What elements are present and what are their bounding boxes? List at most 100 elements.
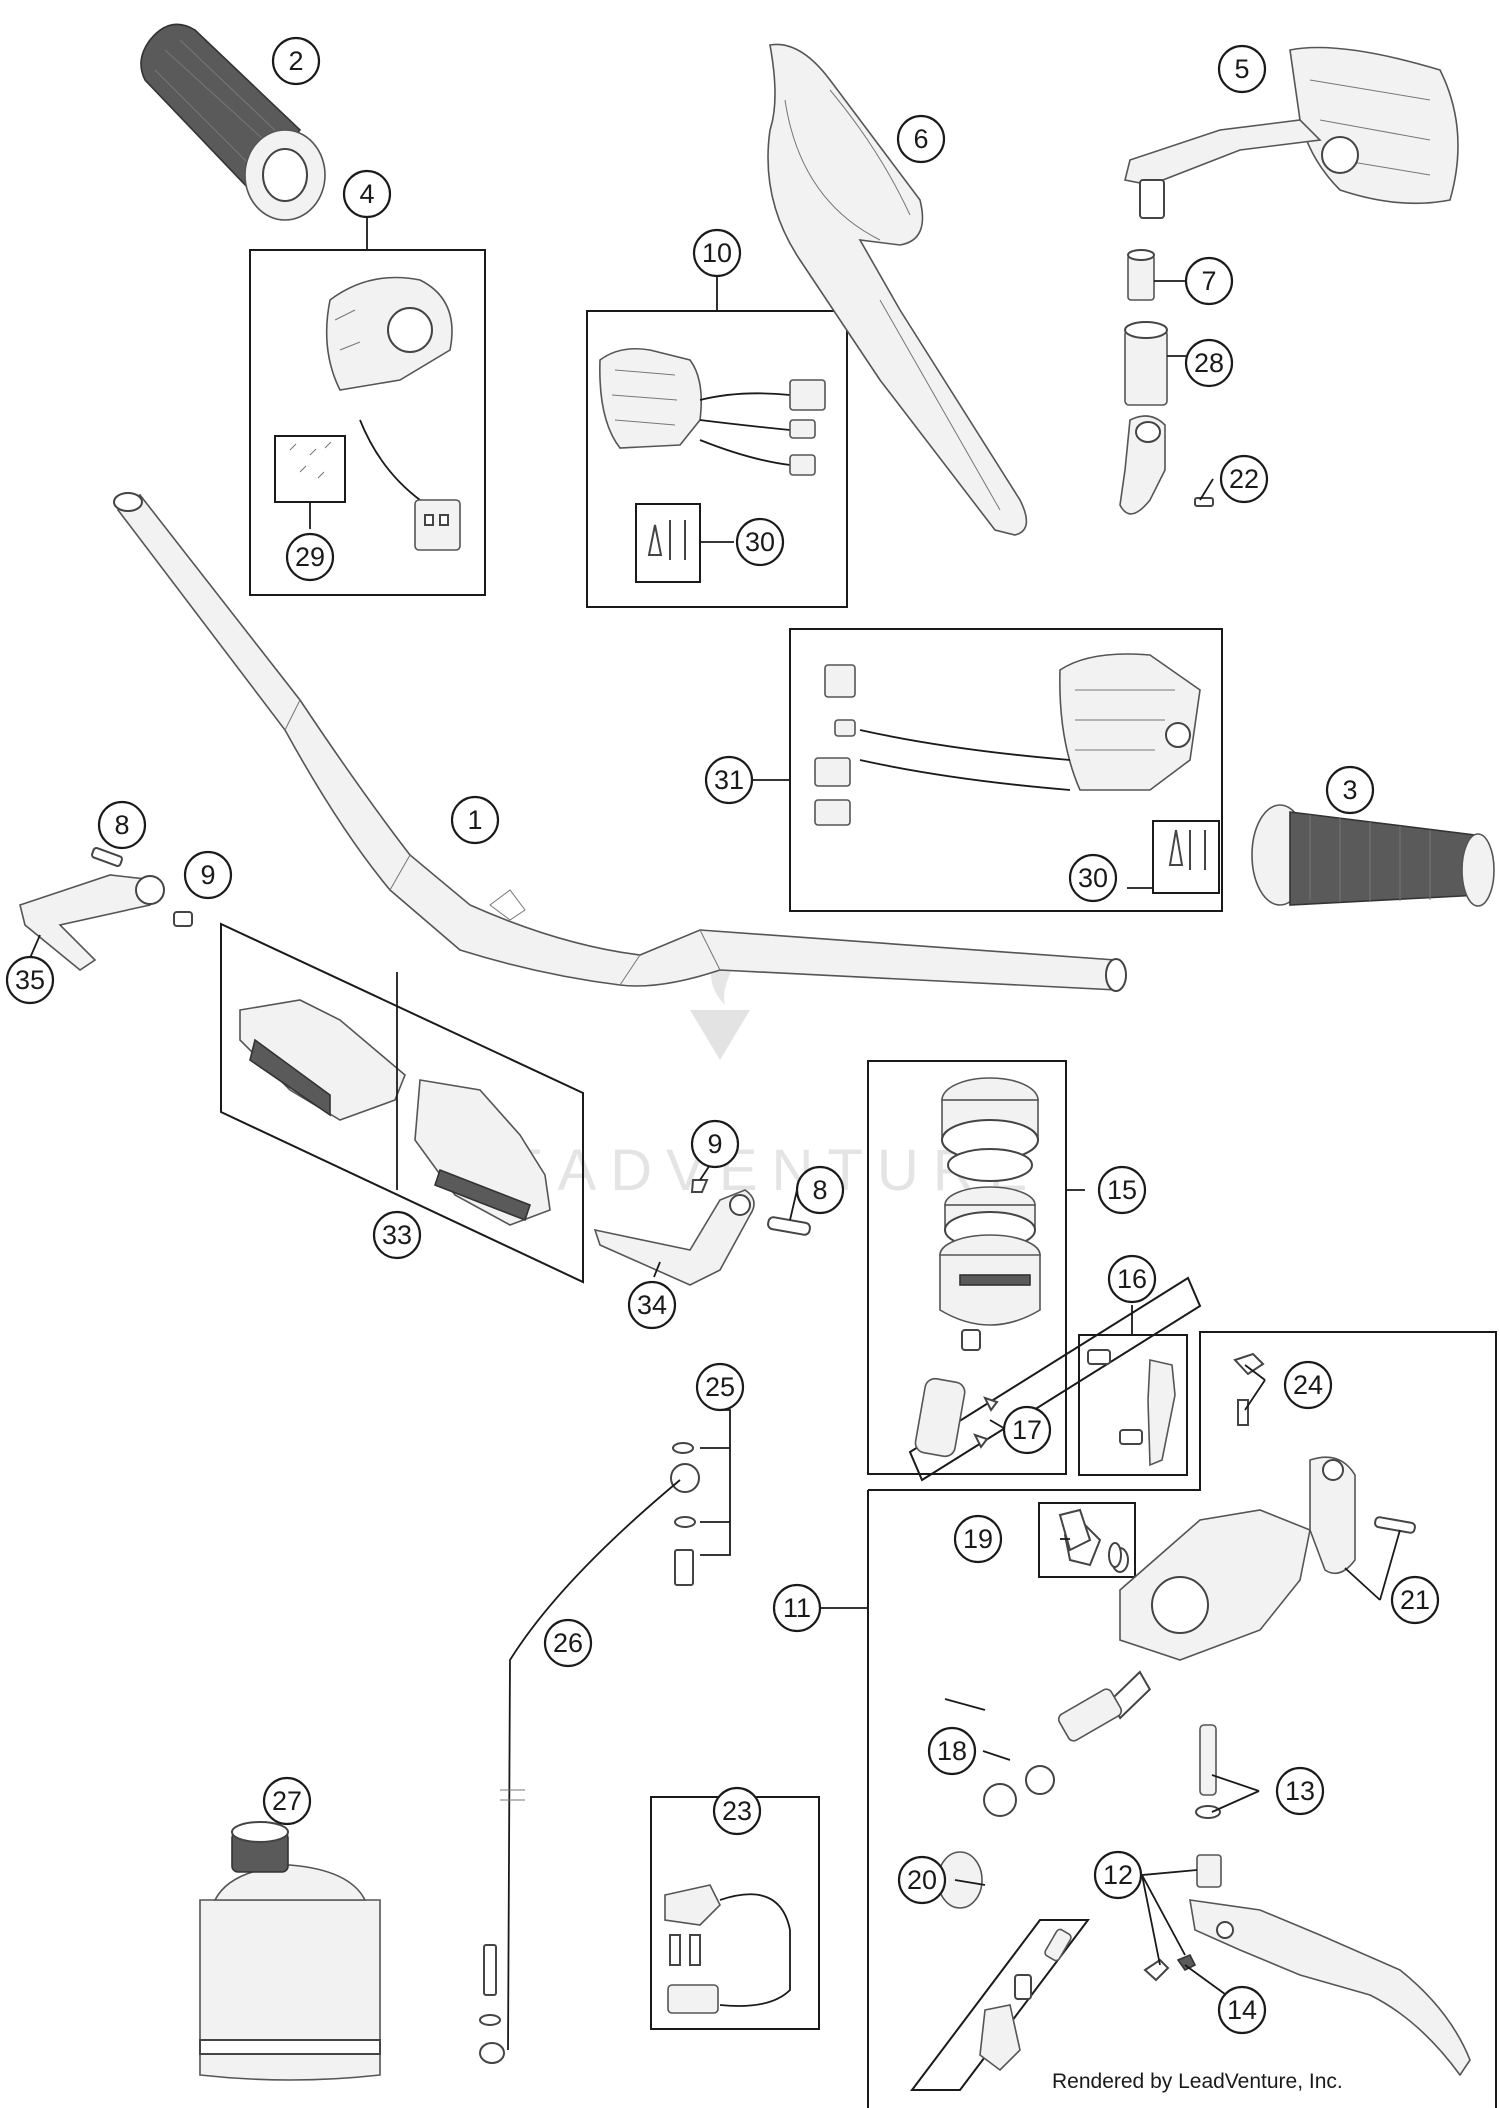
switch-10: [599, 347, 826, 560]
svg-text:11: 11: [783, 1593, 811, 1623]
callout-14: 14: [1217, 1985, 1267, 2035]
frame-16: [1078, 1334, 1188, 1476]
callout-25: 25: [695, 1362, 745, 1412]
svg-text:17: 17: [1012, 1415, 1042, 1445]
callout-28: 28: [1184, 338, 1234, 388]
svg-text:13: 13: [1285, 1776, 1315, 1806]
svg-text:7: 7: [1201, 266, 1216, 296]
bracket-16: [1087, 1349, 1176, 1467]
callout-30b: 30: [1068, 853, 1118, 903]
lever-guard-right: [593, 1179, 811, 1286]
callout-22: 22: [1219, 454, 1269, 504]
grip-left: [140, 23, 326, 221]
callout-20: 20: [897, 1855, 947, 1905]
svg-text:33: 33: [382, 1220, 412, 1250]
callout-16: 16: [1107, 1254, 1157, 1304]
grip-right: [1251, 804, 1495, 907]
brake-fluid-bottle: [199, 1821, 381, 2081]
svg-text:10: 10: [702, 238, 732, 268]
callout-35: 35: [5, 955, 55, 1005]
svg-text:9: 9: [707, 1129, 722, 1159]
brake-light-switch: [664, 1884, 791, 2014]
callout-6: 6: [896, 114, 946, 164]
callout-18: 18: [927, 1726, 977, 1776]
svg-text:23: 23: [722, 1796, 752, 1826]
frame-reservoir: [867, 1060, 1067, 1475]
callout-33: 33: [372, 1210, 422, 1260]
callout-11: 11: [772, 1583, 822, 1633]
svg-text:12: 12: [1103, 1860, 1133, 1890]
callout-17: 17: [1002, 1405, 1052, 1455]
lever-part-20: [979, 1928, 1072, 2072]
callout-4: 4: [342, 169, 392, 219]
svg-text:27: 27: [272, 1786, 302, 1816]
frame-switch-31: [789, 628, 1223, 912]
callout-27: 27: [262, 1776, 312, 1826]
handlebar: [113, 492, 1127, 992]
svg-text:20: 20: [907, 1865, 937, 1895]
callout-29: 29: [285, 532, 335, 582]
frame-30a-screws: [635, 503, 701, 583]
callout-10: 10: [692, 228, 742, 278]
svg-text:25: 25: [705, 1372, 735, 1402]
hand-guard-6: [767, 43, 1028, 536]
svg-text:8: 8: [114, 810, 129, 840]
svg-text:31: 31: [714, 765, 744, 795]
callout-8a: 8: [97, 800, 147, 850]
callout-9b: 9: [690, 1119, 740, 1169]
frame-handguards: [220, 922, 584, 1284]
svg-text:26: 26: [553, 1628, 583, 1658]
svg-text:8: 8: [812, 1175, 827, 1205]
frame-seal-kit: [908, 1276, 1202, 1482]
callout-26: 26: [543, 1618, 593, 1668]
mirror-hardware: [1119, 249, 1214, 515]
callout-30a: 30: [735, 517, 785, 567]
callout-31: 31: [704, 755, 754, 805]
svg-text:18: 18: [937, 1736, 967, 1766]
callout-1: 1: [450, 795, 500, 845]
callout-34: 34: [627, 1280, 677, 1330]
callout-3: 3: [1325, 765, 1375, 815]
callout-7: 7: [1184, 256, 1234, 306]
svg-text:30: 30: [1078, 863, 1108, 893]
callout-13: 13: [1275, 1766, 1325, 1816]
leader-lines: [29, 217, 1401, 2006]
brake-hose: [479, 1442, 700, 2064]
callout-5: 5: [1217, 44, 1267, 94]
bleeder-24: [1233, 1352, 1265, 1426]
callout-8b: 8: [795, 1165, 845, 1215]
master-cylinder: [1063, 1456, 1416, 1661]
callout-23: 23: [712, 1786, 762, 1836]
svg-text:4: 4: [359, 179, 374, 209]
svg-text:14: 14: [1227, 1995, 1257, 2025]
svg-text:29: 29: [295, 542, 325, 572]
svg-text:1: 1: [467, 805, 482, 835]
svg-text:3: 3: [1342, 775, 1357, 805]
svg-text:30: 30: [745, 527, 775, 557]
switch-31: [814, 653, 1206, 870]
svg-text:35: 35: [15, 965, 45, 995]
svg-text:16: 16: [1117, 1264, 1147, 1294]
svg-text:28: 28: [1194, 348, 1224, 378]
svg-text:34: 34: [637, 1290, 667, 1320]
callout-21: 21: [1390, 1575, 1440, 1625]
mirror: [1124, 46, 1459, 219]
svg-text:2: 2: [288, 46, 303, 76]
svg-text:22: 22: [1229, 464, 1259, 494]
frame-30b-screws: [1152, 820, 1220, 894]
reservoir: [914, 1077, 1041, 1458]
svg-text:6: 6: [913, 124, 928, 154]
callout-15: 15: [1097, 1165, 1147, 1215]
frame-29-screws: [274, 435, 346, 503]
lever-guard-left: [19, 847, 193, 971]
callout-9a: 9: [183, 850, 233, 900]
svg-text:21: 21: [1400, 1585, 1430, 1615]
svg-text:15: 15: [1107, 1175, 1137, 1205]
callout-19: 19: [953, 1514, 1003, 1564]
frame-19: [1038, 1502, 1136, 1578]
svg-text:24: 24: [1293, 1370, 1323, 1400]
callout-24: 24: [1283, 1360, 1333, 1410]
frame-20: [909, 1919, 1091, 2091]
credit-text: Rendered by LeadVenture, Inc.: [1052, 2070, 1343, 2093]
